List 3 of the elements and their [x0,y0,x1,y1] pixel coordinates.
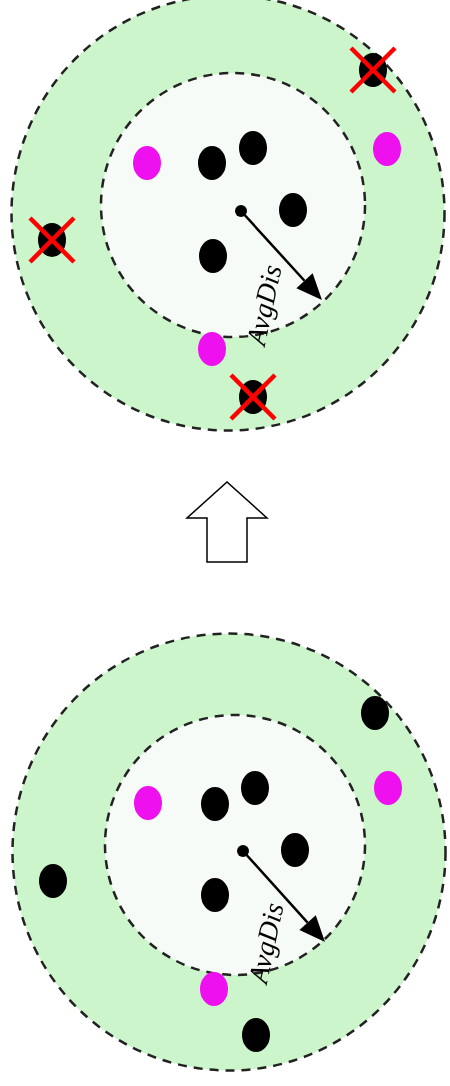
radius-label: AvgDis [243,900,289,986]
radius-label: AvgDis [241,262,287,348]
block-arrow [185,481,269,563]
